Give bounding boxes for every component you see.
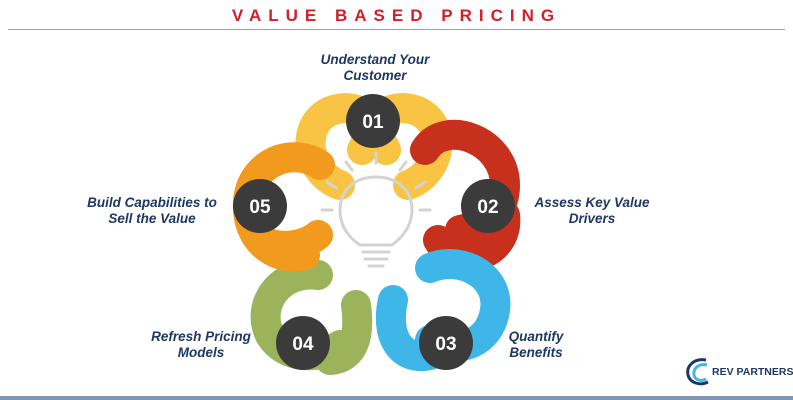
logo-text: REV PARTNERS (712, 366, 793, 378)
step-number-01: 01 (362, 112, 384, 133)
rev-partners-logo: REV PARTNERS (686, 356, 793, 388)
rev-partners-logo-icon (686, 358, 709, 386)
step-number-04: 04 (292, 334, 314, 355)
step-label-01: Understand Your Customer (300, 52, 450, 84)
step-label-05: Build Capabilities to Sell the Value (72, 195, 232, 227)
lightbulb-icon (320, 151, 432, 268)
footer-bar (0, 396, 793, 400)
step-label-03-line2: Benefits (509, 345, 563, 360)
step-label-04-line2: Models (177, 345, 225, 360)
step-label-05-line2: Sell the Value (108, 211, 196, 226)
step-number-02: 02 (477, 197, 498, 218)
step-label-05-line1: Build Capabilities to (87, 195, 217, 210)
step-label-04: Refresh Pricing Models (136, 329, 266, 361)
step-label-01-line2: Customer (343, 68, 407, 83)
step-circle-02: 02 (461, 179, 515, 233)
title-divider (8, 29, 785, 30)
step-label-03: Quantify Benefits (486, 329, 586, 361)
step-label-02: Assess Key Value Drivers (522, 195, 662, 227)
step-label-02-line1: Assess Key Value (534, 195, 650, 210)
step-number-05: 05 (249, 197, 271, 218)
step-number-03: 03 (435, 334, 456, 355)
step-label-01-line1: Understand Your (320, 52, 430, 67)
page-title: VALUE BASED PRICING (231, 6, 562, 25)
step-circle-05: 05 (233, 179, 287, 233)
step-label-02-line2: Drivers (568, 211, 616, 226)
step-label-04-line1: Refresh Pricing (151, 329, 251, 344)
step-label-03-line1: Quantify (508, 329, 564, 344)
step-circle-03: 03 (419, 316, 473, 370)
step-circle-04: 04 (276, 316, 330, 370)
step-circle-01: 01 (346, 94, 400, 148)
